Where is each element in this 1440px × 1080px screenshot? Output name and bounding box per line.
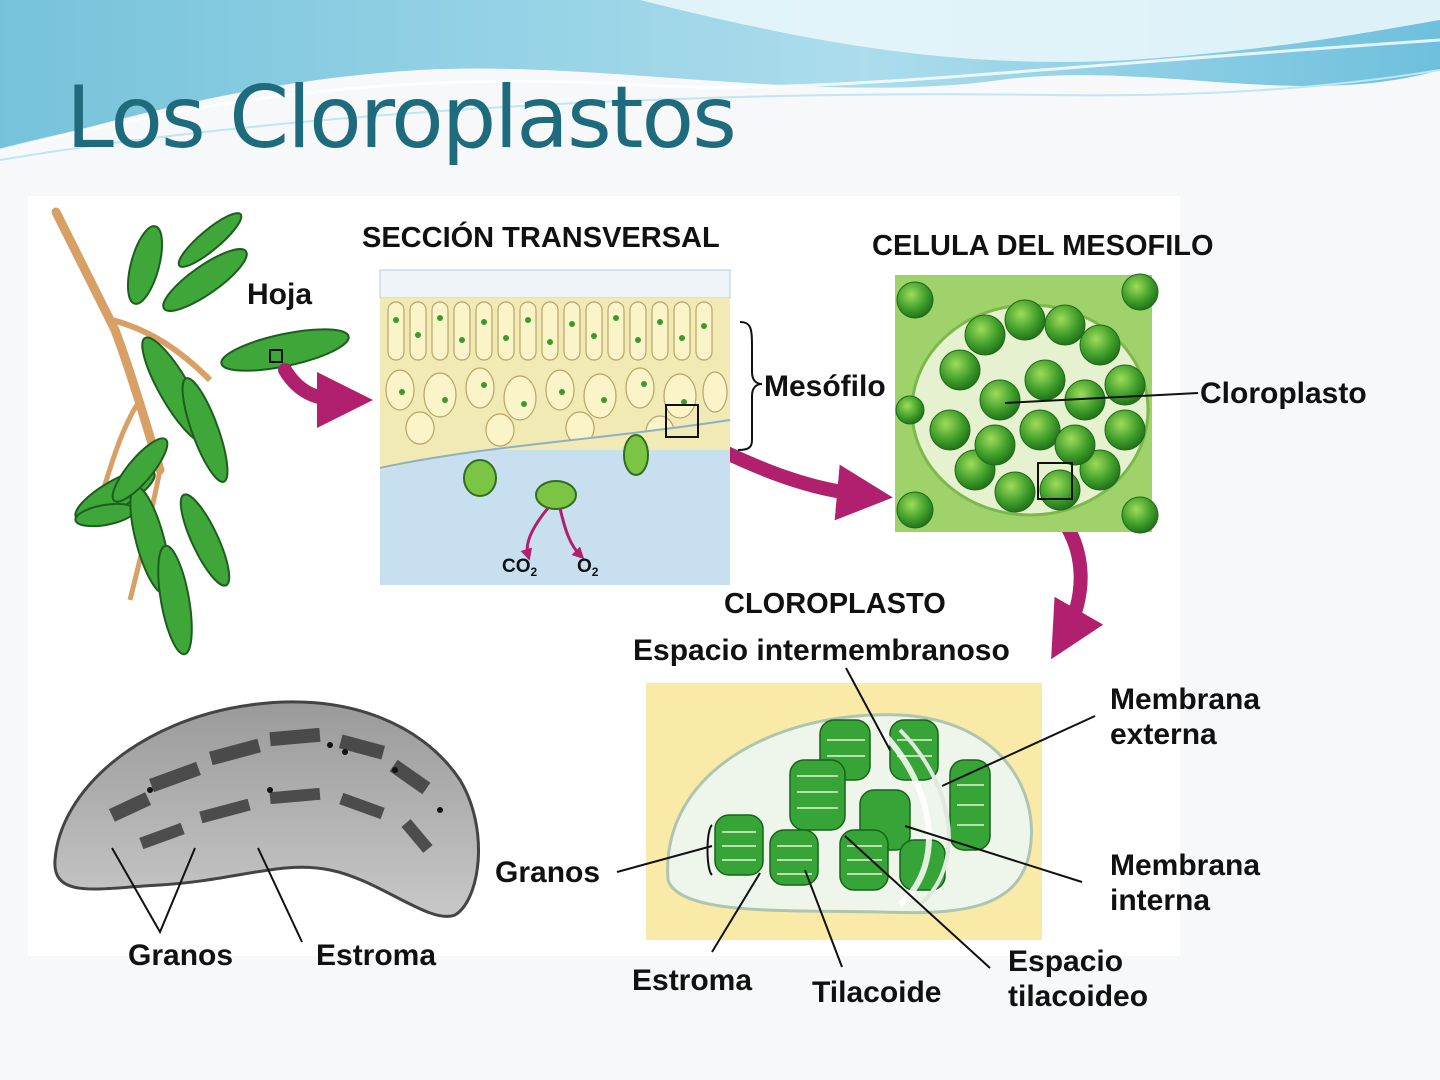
co2-label: CO2 <box>502 556 537 579</box>
o2-text: O <box>577 556 592 577</box>
cross-section-heading: SECCIÓN TRANSVERSAL <box>362 222 720 254</box>
thylakoid-space-label: Espacio tilacoideo <box>1008 945 1148 1014</box>
leaf-cross-section-illustration <box>379 269 763 585</box>
plant-branch-illustration <box>51 207 350 656</box>
outer-membrane-line2: externa <box>1110 717 1217 751</box>
inner-membrane-line2: interna <box>1110 883 1211 917</box>
o2-label: O2 <box>577 556 598 579</box>
outer-membrane-line1: Membrana <box>1110 683 1261 716</box>
chloroplast-micrograph-illustration <box>53 700 480 918</box>
mesophyll-label: Mesófilo <box>764 370 886 403</box>
mesophyll-cell-illustration <box>895 273 1199 534</box>
intermembrane-space-label: Espacio intermembranoso <box>633 634 1010 667</box>
inner-membrane-label: Membrana interna <box>1110 849 1260 918</box>
grana-3d-label: Granos <box>495 856 601 889</box>
co2-subscript: 2 <box>530 565 538 579</box>
mesophyll-cell-heading: CELULA DEL MESOFILO <box>872 230 1214 262</box>
o2-subscript: 2 <box>591 565 599 579</box>
slide-title: Los Cloroplastos <box>66 68 737 168</box>
stroma-3d-label: Estroma <box>632 964 753 997</box>
chloroplast-heading: CLOROPLASTO <box>724 588 946 620</box>
chloroplast-cell-label: Cloroplasto <box>1200 377 1367 410</box>
chloroplast-3d-illustration <box>646 683 1042 940</box>
stroma-micrograph-label: Estroma <box>316 939 437 972</box>
header-wave-decoration <box>0 0 1440 161</box>
leaf-label: Hoja <box>247 278 313 311</box>
outer-membrane-label: Membrana externa <box>1110 683 1260 752</box>
co2-text: CO <box>502 556 531 577</box>
thylakoid-space-line1: Espacio <box>1008 945 1124 978</box>
label-leader-lines <box>111 667 1096 969</box>
grana-micrograph-label: Granos <box>128 939 234 972</box>
inner-membrane-line1: Membrana <box>1110 849 1261 882</box>
thylakoid-label: Tilacoide <box>812 976 942 1009</box>
thylakoid-space-line2: tilacoideo <box>1008 979 1149 1013</box>
